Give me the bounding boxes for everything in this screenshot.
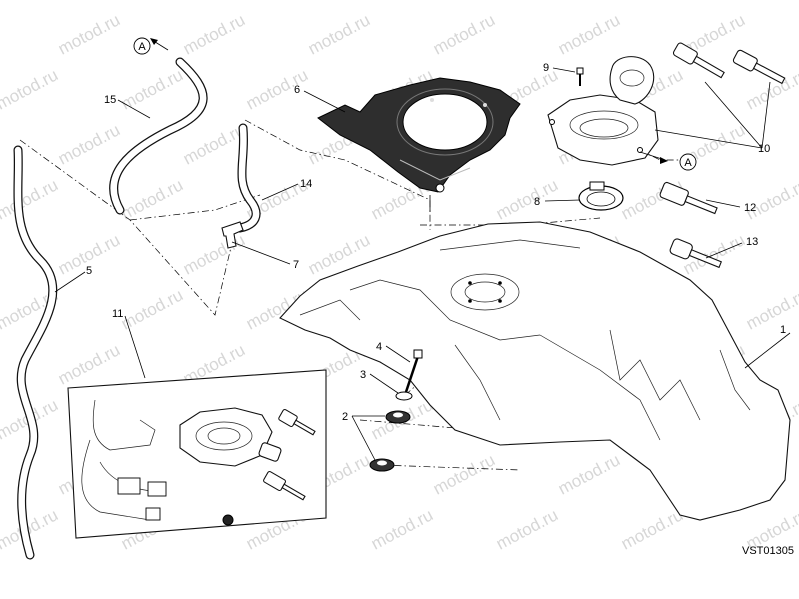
watermark-text: motod.ru: [430, 10, 498, 58]
watermark-text: motod.ru: [243, 65, 311, 113]
filler-cap-10: [547, 56, 668, 166]
callout-10: 10: [758, 143, 770, 155]
connector-a-right: A: [679, 153, 697, 171]
watermark-text: motod.ru: [618, 505, 686, 553]
watermark-text: motod.ru: [743, 285, 799, 333]
t-fitting-7: [221, 221, 244, 249]
drawing-code: VST01305: [742, 545, 794, 557]
connector-a-left: A: [133, 37, 151, 55]
keys-10: [672, 42, 786, 85]
watermark-text: motod.ru: [118, 175, 186, 223]
gasket-plate-6: [317, 77, 521, 212]
callout-9: 9: [543, 62, 549, 74]
callout-14: 14: [300, 178, 312, 190]
watermark-text: motod.ru: [555, 450, 623, 498]
callout-15: 15: [104, 94, 116, 106]
watermark-text: motod.ru: [493, 505, 561, 553]
grommets-2: [369, 410, 411, 472]
callout-4: 4: [376, 341, 382, 353]
watermark-text: motod.ru: [555, 10, 623, 58]
screw-9: [576, 67, 584, 86]
watermark-text: motod.ru: [305, 10, 373, 58]
callout-3: 3: [360, 369, 366, 381]
watermark-text: motod.ru: [0, 175, 61, 223]
watermark-text: motod.ru: [55, 340, 123, 388]
callout-labels: 1 2 3 4 5 6 7 8 9 10 11 12 13 14 15: [86, 62, 786, 423]
watermark-text: motod.ru: [180, 10, 248, 58]
arrow-head-icon: [150, 38, 158, 45]
callout-12: 12: [744, 202, 756, 214]
hose-15: [109, 38, 208, 215]
callout-2: 2: [342, 411, 348, 423]
watermark-text: motod.ru: [55, 120, 123, 168]
watermark-text: motod.ru: [180, 120, 248, 168]
connector-a-label: A: [138, 41, 146, 53]
key-13: [669, 238, 722, 269]
connector-a-label: A: [684, 157, 692, 169]
connector-marks: A A: [133, 37, 697, 171]
lock-set-inset-11: [67, 369, 327, 539]
watermark-text: motod.ru: [493, 175, 561, 223]
arrow-head-icon: [660, 157, 668, 164]
watermark-text: motod.ru: [430, 450, 498, 498]
fuel-tank-1: [279, 221, 791, 521]
callout-1: 1: [780, 324, 786, 336]
watermark-text: motod.ru: [368, 505, 436, 553]
hose-14: [235, 123, 261, 233]
washer-3: [395, 391, 413, 401]
watermark-text: motod.ru: [0, 65, 61, 113]
screw-4: [404, 349, 423, 393]
watermark-text: motod.ru: [55, 10, 123, 58]
callout-11: 11: [112, 308, 123, 320]
callout-7: 7: [293, 259, 299, 271]
key-12: [659, 181, 718, 215]
callout-13: 13: [746, 236, 758, 248]
watermark-text: motod.ru: [743, 175, 799, 223]
callout-6: 6: [294, 84, 300, 96]
leader-lines: [54, 67, 791, 461]
watermark-text: motod.ru: [118, 65, 186, 113]
callout-5: 5: [86, 265, 92, 277]
seal-ring-8: [578, 181, 624, 211]
hose-5: [13, 145, 58, 560]
callout-8: 8: [534, 196, 540, 208]
watermark-text: motod.ru: [180, 230, 248, 278]
